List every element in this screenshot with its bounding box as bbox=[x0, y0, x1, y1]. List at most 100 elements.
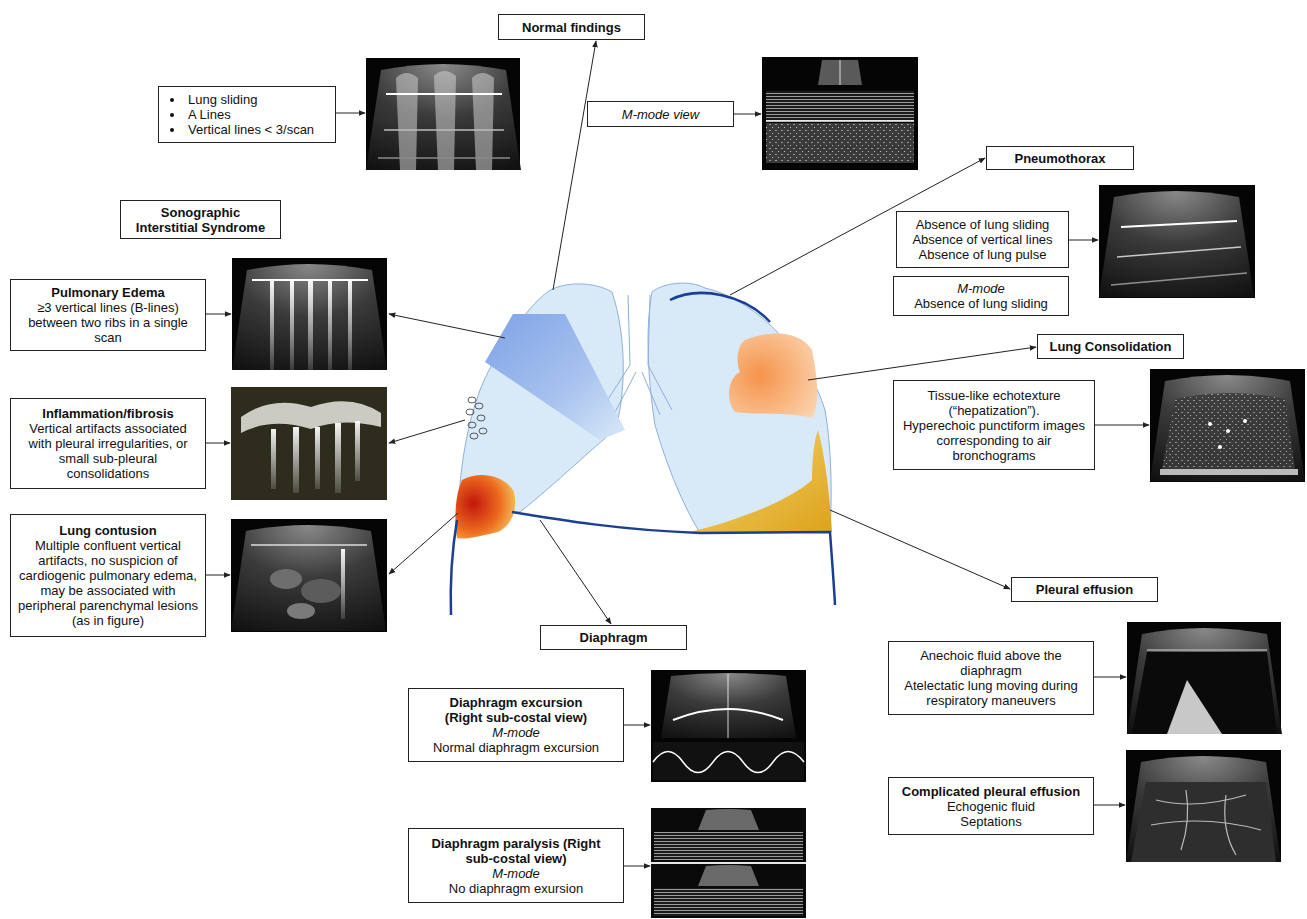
ultrasound-complicated-effusion bbox=[1156, 795, 1246, 804]
fibrosis-marks bbox=[468, 422, 476, 428]
ultrasound-diaphragm-excursion bbox=[651, 670, 806, 782]
ultrasound-complicated-effusion bbox=[1151, 821, 1261, 830]
leader-arrow bbox=[336, 113, 365, 114]
ultrasound-effusion bbox=[1167, 680, 1222, 734]
ultrasound-diaphragm-paralysis bbox=[654, 888, 803, 916]
box-text: Hyperechoic punctiform images correspond… bbox=[901, 418, 1087, 463]
ultrasound-contusion bbox=[301, 579, 341, 603]
box-heading: Normal findings bbox=[522, 20, 621, 35]
ultrasound-pneumothorax bbox=[1099, 185, 1255, 298]
ultrasound-consolidation bbox=[1150, 369, 1305, 482]
box-heading: Diaphragm bbox=[580, 630, 648, 645]
ultrasound-pneumothorax bbox=[1121, 221, 1237, 227]
box-text: Multiple confluent vertical artifacts, n… bbox=[18, 538, 198, 628]
bullet-item: A Lines bbox=[166, 107, 231, 122]
ultrasound-m-mode bbox=[762, 57, 918, 170]
caption-box: M-mode view bbox=[587, 101, 734, 127]
heading-box: Normal findings bbox=[498, 14, 645, 40]
ultrasound-m-mode bbox=[766, 123, 914, 163]
finding-box: Anechoic fluid above the diaphragmAtelec… bbox=[888, 641, 1094, 715]
edema-region bbox=[485, 314, 625, 440]
box-heading: Inflammation/fibrosis bbox=[42, 406, 173, 421]
ultrasound-diaphragm-excursion bbox=[661, 673, 796, 738]
ultrasound-pneumothorax bbox=[1117, 247, 1241, 257]
ultrasound-contusion bbox=[231, 519, 387, 632]
ultrasound-diaphragm-excursion bbox=[728, 674, 729, 738]
box-text: No diaphragm exursion bbox=[449, 881, 583, 896]
leader-arrow bbox=[1069, 240, 1098, 241]
ultrasound-consolidation bbox=[1243, 419, 1247, 423]
ultrasound-contusion bbox=[270, 569, 302, 589]
ultrasound-normal bbox=[366, 64, 521, 170]
ultrasound-effusion bbox=[1147, 649, 1267, 651]
fibrosis-marks bbox=[477, 415, 485, 421]
ultrasound-b-lines bbox=[232, 258, 387, 370]
finding-box: Inflammation/fibrosisVertical artifacts … bbox=[10, 398, 206, 489]
pleura-lines bbox=[670, 293, 770, 322]
fibrosis-marks bbox=[470, 433, 478, 439]
box-text: Absence of lung pulse bbox=[919, 247, 1047, 262]
ultrasound-consolidation bbox=[1160, 469, 1298, 475]
leader-arrow bbox=[206, 575, 230, 576]
ultrasound-consolidation bbox=[1208, 422, 1212, 426]
ultrasound-consolidation bbox=[1150, 369, 1305, 482]
ultrasound-diaphragm-paralysis bbox=[651, 808, 806, 862]
box-text: M-mode bbox=[492, 725, 540, 740]
trachea bbox=[612, 372, 636, 418]
leader-arrow bbox=[389, 314, 505, 338]
fibrosis-marks bbox=[475, 403, 483, 409]
ultrasound-diaphragm-paralysis bbox=[698, 865, 759, 886]
leader-arrow bbox=[1095, 425, 1149, 426]
pleura-lines bbox=[512, 512, 835, 605]
box-heading: Lung Consolidation bbox=[1049, 339, 1171, 354]
left-lung bbox=[648, 283, 831, 533]
leader-arrow bbox=[734, 114, 761, 115]
ultrasound-b-lines bbox=[348, 280, 352, 370]
ultrasound-diaphragm-paralysis bbox=[651, 808, 806, 918]
ultrasound-contusion bbox=[341, 549, 345, 619]
box-heading: Pneumothorax bbox=[1014, 151, 1105, 166]
heading-box: Pneumothorax bbox=[986, 146, 1134, 170]
fibrosis-marks bbox=[468, 397, 476, 403]
box-text: Tissue-like echotexture (“hepatization”)… bbox=[901, 388, 1087, 418]
ultrasound-diaphragm-paralysis bbox=[698, 809, 759, 830]
heading-box: Sonographic Interstitial Syndrome bbox=[120, 200, 281, 239]
ultrasound-b-lines bbox=[232, 264, 387, 370]
contusion-region bbox=[455, 475, 515, 539]
ultrasound-normal bbox=[366, 58, 520, 170]
pleura-lines bbox=[451, 293, 835, 615]
trachea bbox=[648, 295, 672, 410]
ultrasound-effusion bbox=[1127, 622, 1282, 734]
ultrasound-m-mode bbox=[762, 57, 918, 170]
ultrasound-contusion bbox=[231, 525, 386, 631]
ultrasound-normal bbox=[366, 58, 521, 170]
leader-arrow bbox=[389, 513, 458, 574]
ultrasound-effusion bbox=[1127, 622, 1281, 734]
finding-box: Diaphragm excursion (Right sub-costal vi… bbox=[408, 688, 624, 762]
box-text: M-mode view bbox=[622, 107, 699, 122]
box-text: Septations bbox=[960, 814, 1021, 829]
box-text: ≥3 vertical lines (B-lines) between two … bbox=[18, 300, 198, 345]
ultrasound-complicated-effusion bbox=[1225, 795, 1236, 855]
fibrosis-marks bbox=[466, 397, 487, 439]
ultrasound-pneumothorax bbox=[1111, 273, 1247, 285]
box-text: Atelectatic lung moving during respirato… bbox=[896, 678, 1086, 708]
leader-arrow bbox=[540, 520, 611, 624]
edema-region bbox=[485, 314, 625, 440]
leader-arrow bbox=[1094, 677, 1126, 678]
ultrasound-diaphragm-excursion bbox=[651, 670, 806, 782]
ultrasound-fibrosis bbox=[231, 387, 387, 500]
bullet-item: Lung sliding bbox=[166, 92, 257, 107]
contusion-region bbox=[455, 475, 515, 539]
ultrasound-b-lines bbox=[328, 280, 332, 370]
heading-box: Lung Consolidation bbox=[1037, 334, 1184, 359]
finding-box: Pulmonary Edema≥3 vertical lines (B-line… bbox=[10, 279, 206, 351]
ultrasound-b-lines bbox=[308, 280, 313, 370]
leader-arrow bbox=[830, 510, 1010, 589]
ultrasound-consolidation bbox=[1226, 429, 1230, 433]
box-text: M-mode bbox=[492, 866, 540, 881]
leader-arrow bbox=[206, 41, 1149, 866]
ultrasound-normal bbox=[396, 73, 418, 170]
finding-list: Lung slidingA LinesVertical lines < 3/sc… bbox=[158, 86, 336, 143]
ultrasound-diaphragm-excursion bbox=[653, 752, 804, 773]
